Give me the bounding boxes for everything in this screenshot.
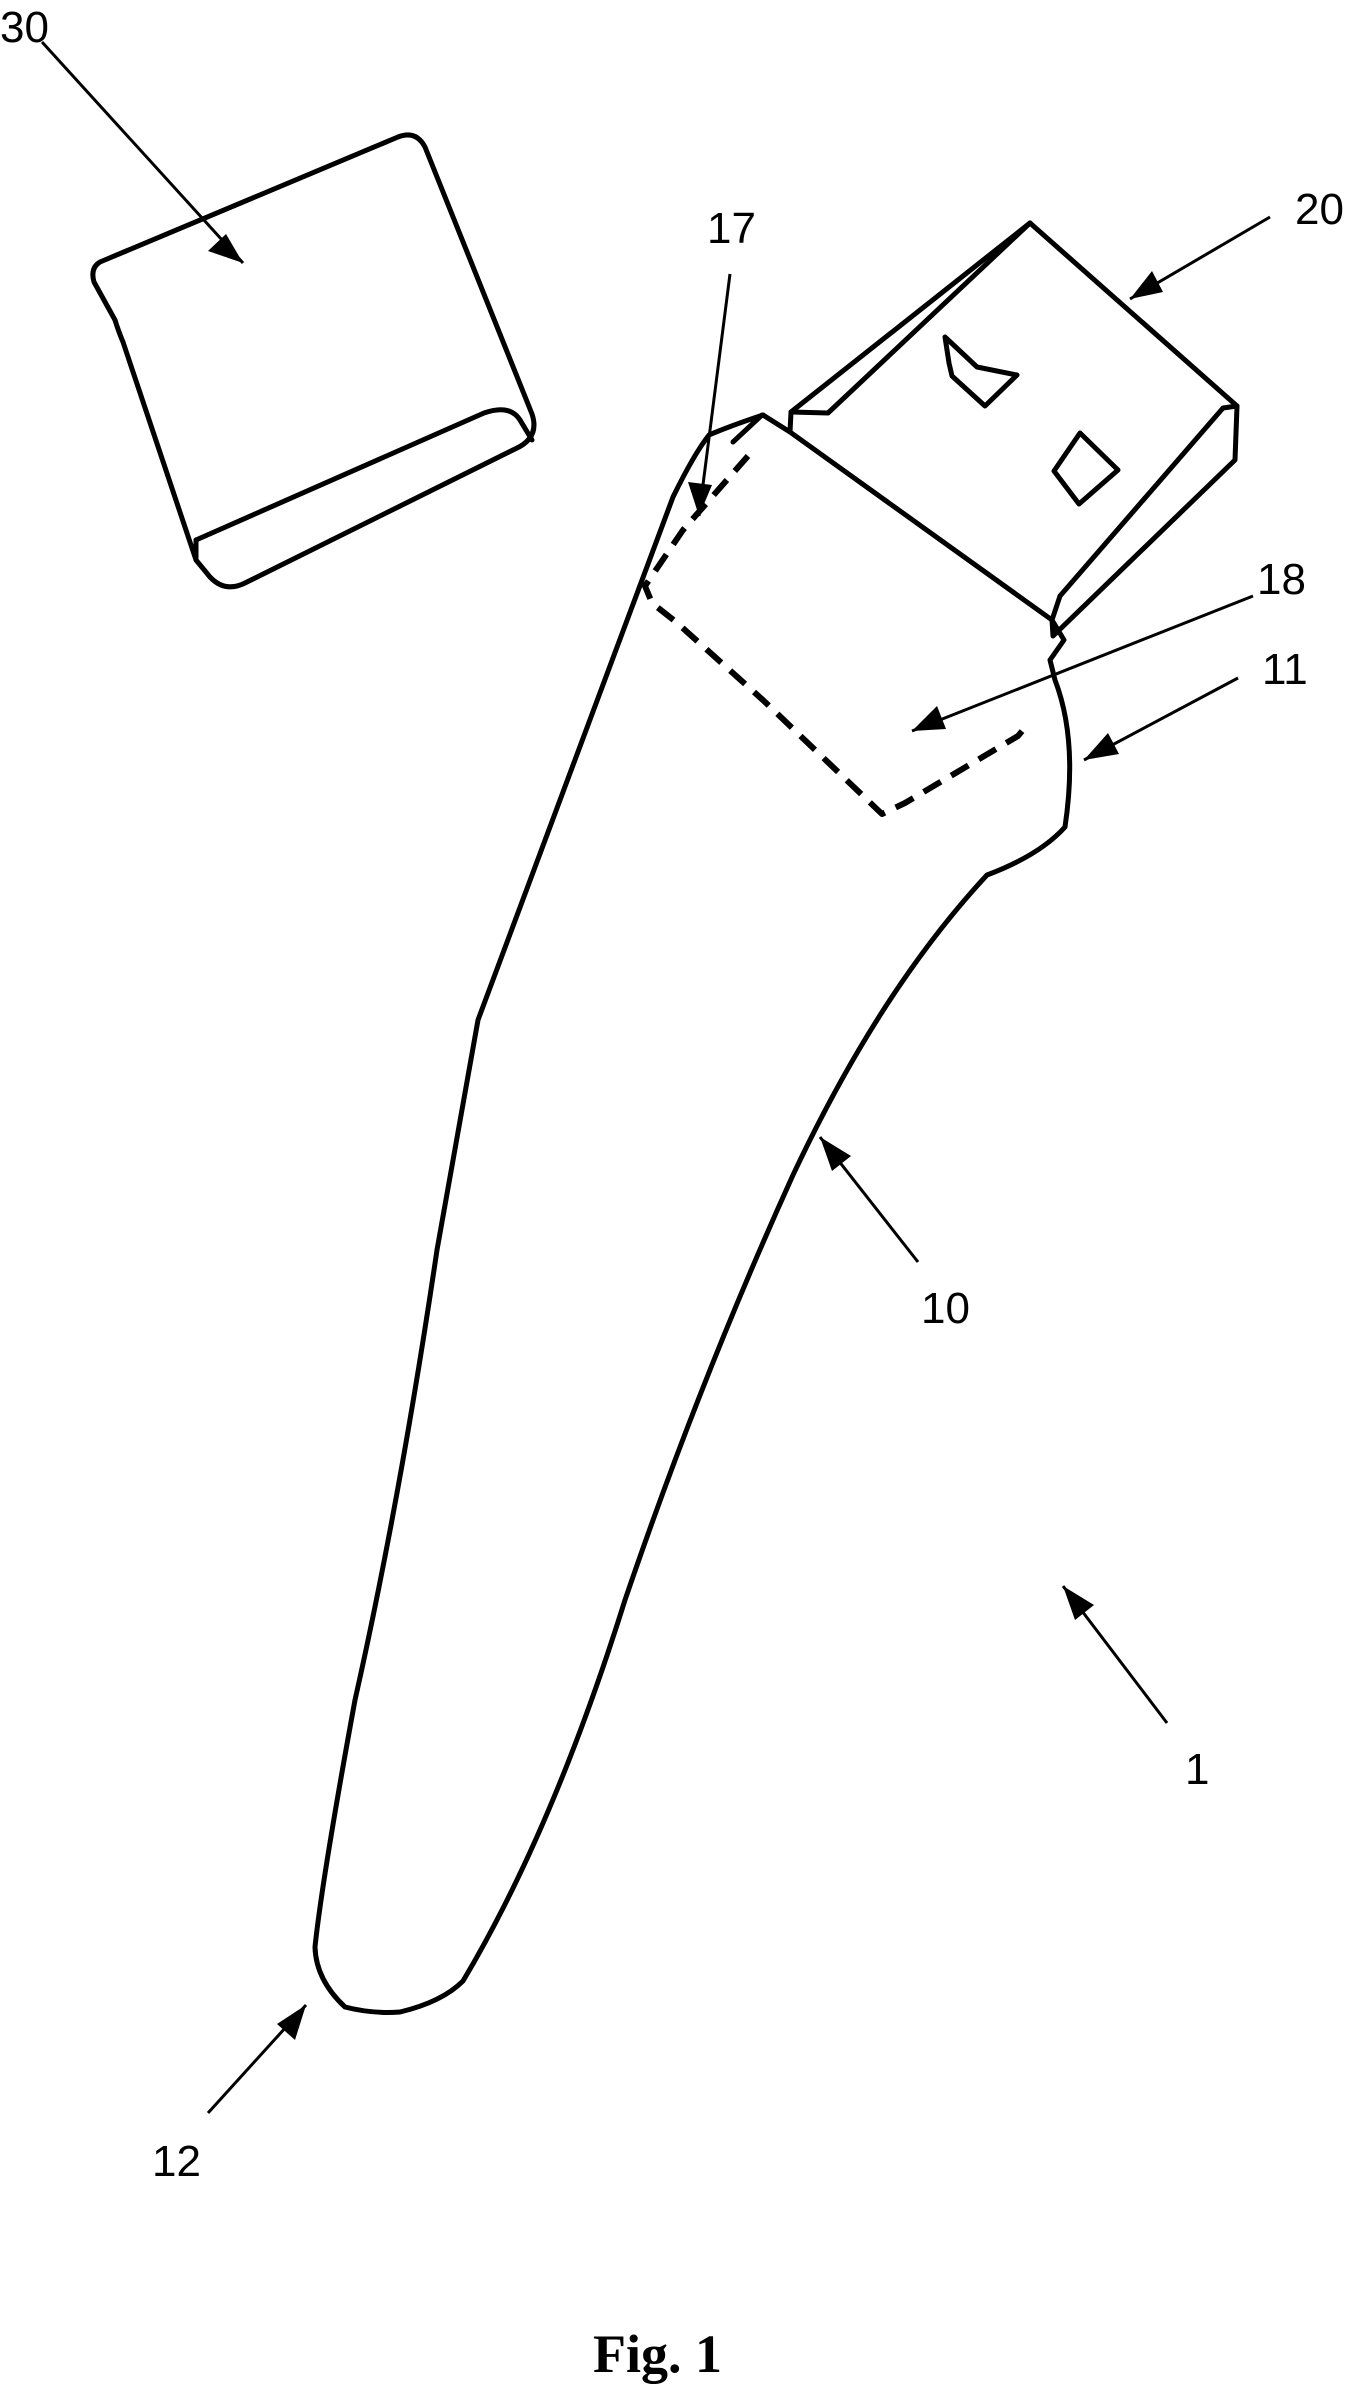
leader-12: [206, 2003, 308, 2115]
recess-dashed-outline: [642, 454, 1031, 817]
leader-30: [40, 40, 245, 265]
label-30: 30: [0, 3, 49, 52]
leader-11: [1083, 676, 1239, 762]
label-18: 18: [1257, 555, 1306, 604]
figure-caption: Fig. 1: [593, 2324, 722, 2384]
leader-10: [818, 1136, 920, 1263]
contact-window-2: [1051, 430, 1121, 507]
cap: [90, 132, 537, 590]
leader-1: [1061, 1585, 1169, 1724]
usb-connector: [787, 220, 1240, 639]
label-12: 12: [152, 2137, 201, 2186]
contact-window-1: [942, 334, 1020, 409]
leader-17: [688, 273, 732, 517]
label-1: 1: [1185, 1745, 1209, 1794]
label-11: 11: [1262, 645, 1308, 694]
leader-18: [911, 594, 1254, 733]
label-17: 17: [707, 204, 756, 253]
leader-20: [1129, 215, 1271, 301]
main-body: [312, 412, 1073, 2015]
label-20: 20: [1295, 185, 1344, 234]
label-10: 10: [921, 1284, 970, 1333]
